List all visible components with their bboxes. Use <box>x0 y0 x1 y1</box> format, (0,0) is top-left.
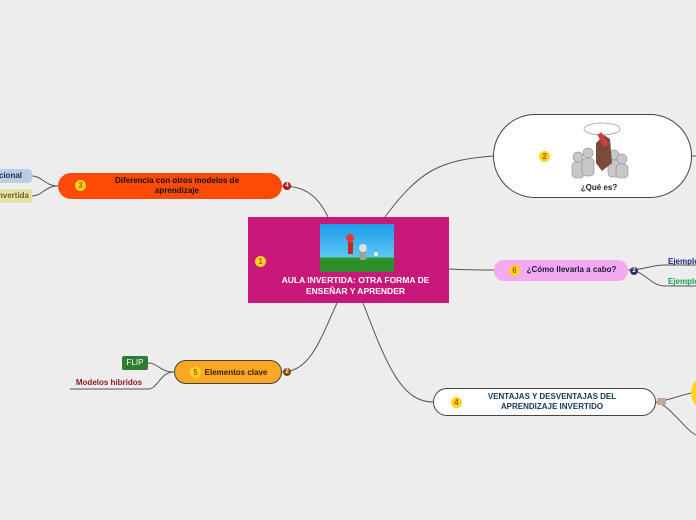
link-ventajas-right-2 <box>655 401 696 436</box>
flip-label: FLIP <box>126 358 144 367</box>
link-elementos-hibridos <box>70 371 175 390</box>
collapse-toggle-elementos[interactable]: 2 <box>283 368 291 376</box>
link-elementos-flip <box>147 362 175 373</box>
diferencia-label: Diferencia con otros modelos de aprendiz… <box>114 176 240 195</box>
number-badge-1: 1 <box>255 256 266 267</box>
modelos-hibridos-label[interactable]: Modelos híbridos <box>75 378 143 387</box>
number-badge-2: 2 <box>539 151 550 162</box>
link-central-elementos <box>281 302 338 373</box>
number-badge-6: 6 <box>509 265 520 276</box>
elementos-label: Elementos clave <box>204 368 268 377</box>
collapse-toggle-como[interactable]: 2 <box>630 267 638 275</box>
link-diferencia-tradicional <box>31 175 59 187</box>
tradicional-label: Tradicional <box>0 171 22 180</box>
link-central-como <box>448 268 495 271</box>
central-image <box>320 224 394 272</box>
central-node[interactable]: 1 AULA INVERTIDA: OTRA FORMA DE ENSEÑAR … <box>248 217 449 303</box>
collapse-toggle-diferencia[interactable]: 4 <box>283 182 291 190</box>
number-badge-3: 3 <box>75 180 86 191</box>
flip-node[interactable]: FLIP <box>122 356 148 370</box>
como-label: ¿Cómo llevarla a cabo? <box>526 265 617 274</box>
elementos-node[interactable]: 5 Elementos clave <box>174 360 282 384</box>
number-badge-5: 5 <box>190 367 201 378</box>
ventajas-child-circle[interactable] <box>691 376 696 410</box>
link-central-diferencia <box>281 185 329 218</box>
ventajas-node[interactable]: 4 VENTAJAS Y DESVENTAJAS DEL APRENDIZAJE… <box>433 388 656 416</box>
link-central-que-es <box>384 155 495 218</box>
link-diferencia-invertida <box>31 185 59 197</box>
como-node[interactable]: 6 ¿Cómo llevarla a cabo? <box>494 260 628 281</box>
diferencia-node[interactable]: 3 Diferencia con otros modelos de aprend… <box>58 173 282 199</box>
invertida-label: Invertida <box>0 191 29 200</box>
ventajas-label: VENTAJAS Y DESVENTAJAS DEL APRENDIZAJE I… <box>487 392 617 411</box>
collapse-toggle-ventajas[interactable] <box>657 398 666 405</box>
central-title: AULA INVERTIDA: OTRA FORMA DE ENSEÑAR Y … <box>281 275 430 296</box>
que-es-label: ¿Qué es? <box>580 183 618 192</box>
ejemplo-2-label[interactable]: Ejemplo <box>668 277 696 286</box>
number-badge-4: 4 <box>451 397 462 408</box>
que-es-node[interactable]: 2 ¿Qué es? <box>493 114 692 198</box>
invertida-node[interactable]: Invertida <box>0 189 32 203</box>
link-central-ventajas <box>362 302 434 403</box>
tradicional-node[interactable]: Tradicional <box>0 169 32 183</box>
crowd-hand-icon <box>571 122 629 179</box>
ejemplo-1-label[interactable]: Ejemplo <box>668 257 696 266</box>
illustration-icon <box>320 234 394 272</box>
